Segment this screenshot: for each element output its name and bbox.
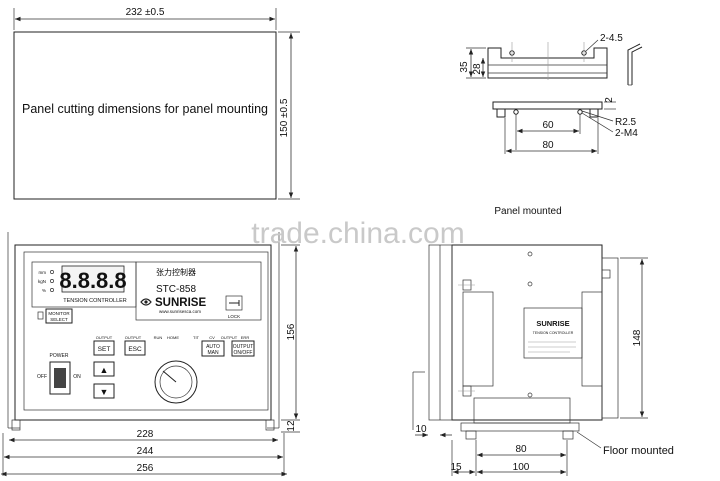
output-label: OUTPUT (233, 344, 254, 350)
side-depth-dim: 100 (513, 462, 530, 473)
cutout-caption: Panel cutting dimensions for panel mount… (22, 102, 268, 116)
brand-name: SUNRISE (155, 297, 206, 309)
side-height-dim: 148 (632, 329, 643, 346)
set-button[interactable] (93, 340, 115, 356)
floor-bracket (473, 397, 571, 424)
bracket-length: 80 (542, 140, 554, 151)
bracket-thickness: 2 (604, 97, 615, 103)
select-label: SELECT (50, 317, 68, 322)
front-panel (23, 251, 269, 411)
plate-brand: SUNRISE (536, 319, 569, 328)
side-offset-15: 15 (450, 462, 462, 473)
brand-website: www.sunrisesca.com (159, 309, 201, 314)
panel-cutout-rect (13, 31, 277, 200)
indicator-home: HOME (167, 335, 179, 340)
side-view-drawing: Panel mounted SUNRISE TENSION CONTROLLER… (412, 206, 674, 476)
bracket-drawing: 2-4.5 35 28 2 R2.5 2-M4 60 80 (459, 33, 643, 154)
seven-segment-display: 8.8.8.8 (59, 268, 126, 293)
front-outer-housing (14, 244, 272, 421)
brand-panel (135, 261, 262, 321)
side-body (451, 244, 603, 421)
down-arrow-icon: ▼ (100, 387, 109, 397)
bracket-height-inner: 28 (472, 63, 483, 75)
display-subtitle: TENSION CONTROLLER (63, 298, 127, 304)
up-arrow-icon: ▲ (100, 365, 109, 375)
adjust-knob[interactable] (154, 360, 198, 404)
indicator-err: ERR (241, 335, 250, 340)
indicator-run: RUN (154, 335, 163, 340)
front-outer-width-dim: 256 (137, 463, 154, 474)
bracket-hole-label: 2-4.5 (600, 33, 623, 44)
set-label: SET (98, 346, 111, 353)
brand-cn: 张力控制器 (156, 267, 196, 277)
output-button[interactable] (231, 340, 255, 357)
cutout-height-dim: 150 ±0.5 (279, 98, 290, 137)
lock-label: LOCK (228, 314, 240, 319)
unit-kgn: kgN (38, 279, 46, 284)
panel-cutout-drawing: 232 ±0.5 150 ±0.5 Panel cutting dimensio… (13, 7, 300, 200)
floor-mounted-caption: Floor mounted (603, 445, 674, 457)
indicator-output-1: OUTPUT (96, 335, 113, 340)
monitor-label: MONITOR (48, 311, 70, 316)
bracket-height-outer: 35 (459, 61, 470, 73)
indicator-tit: TIT (193, 335, 200, 340)
esc-label: ESC (128, 346, 142, 353)
model-number: STC-858 (156, 284, 196, 295)
bracket-hole-spacing: 60 (542, 120, 554, 131)
unit-mm: mm (39, 270, 47, 275)
indicator-cv: CV (209, 335, 215, 340)
front-inner-width-dim: 228 (137, 429, 154, 440)
plate-subtitle: TENSION CONTROLLER (533, 331, 574, 335)
side-offset-10: 10 (415, 424, 427, 435)
unit-percent: % (42, 288, 46, 293)
front-mid-width-dim: 244 (137, 446, 154, 457)
front-view-drawing: mm kgN % 8.8.8.8 TENSION CONTROLLER 张力控制… (1, 232, 300, 477)
side-nameplate (523, 307, 583, 359)
front-flange-dim: 12 (286, 420, 297, 432)
front-height-dim: 156 (286, 323, 297, 340)
watermark: trade.china.com (251, 217, 464, 250)
cutout-width-dim: 232 ±0.5 (126, 7, 165, 18)
esc-button[interactable] (124, 340, 146, 356)
bracket-radius-label: R2.5 (615, 117, 637, 128)
power-off-label: OFF (37, 374, 47, 380)
man-label: MAN (207, 350, 219, 356)
auto-man-button[interactable] (201, 340, 225, 357)
panel-mounted-caption: Panel mounted (494, 206, 561, 217)
monitor-select-button[interactable] (45, 308, 73, 324)
side-bracket-span-dim: 80 (515, 444, 527, 455)
power-on-label: ON (73, 374, 81, 380)
down-button[interactable] (93, 383, 115, 399)
bracket-thread-label: 2-M4 (615, 128, 638, 139)
up-button[interactable] (93, 361, 115, 377)
sunrise-logo-icon (140, 298, 152, 306)
indicator-output-2: OUTPUT (125, 335, 142, 340)
indicator-output-3: OUTPUT (221, 335, 238, 340)
on-off-label: ON/OFF (234, 350, 253, 356)
power-label: POWER (50, 353, 69, 359)
auto-label: AUTO (206, 344, 220, 350)
